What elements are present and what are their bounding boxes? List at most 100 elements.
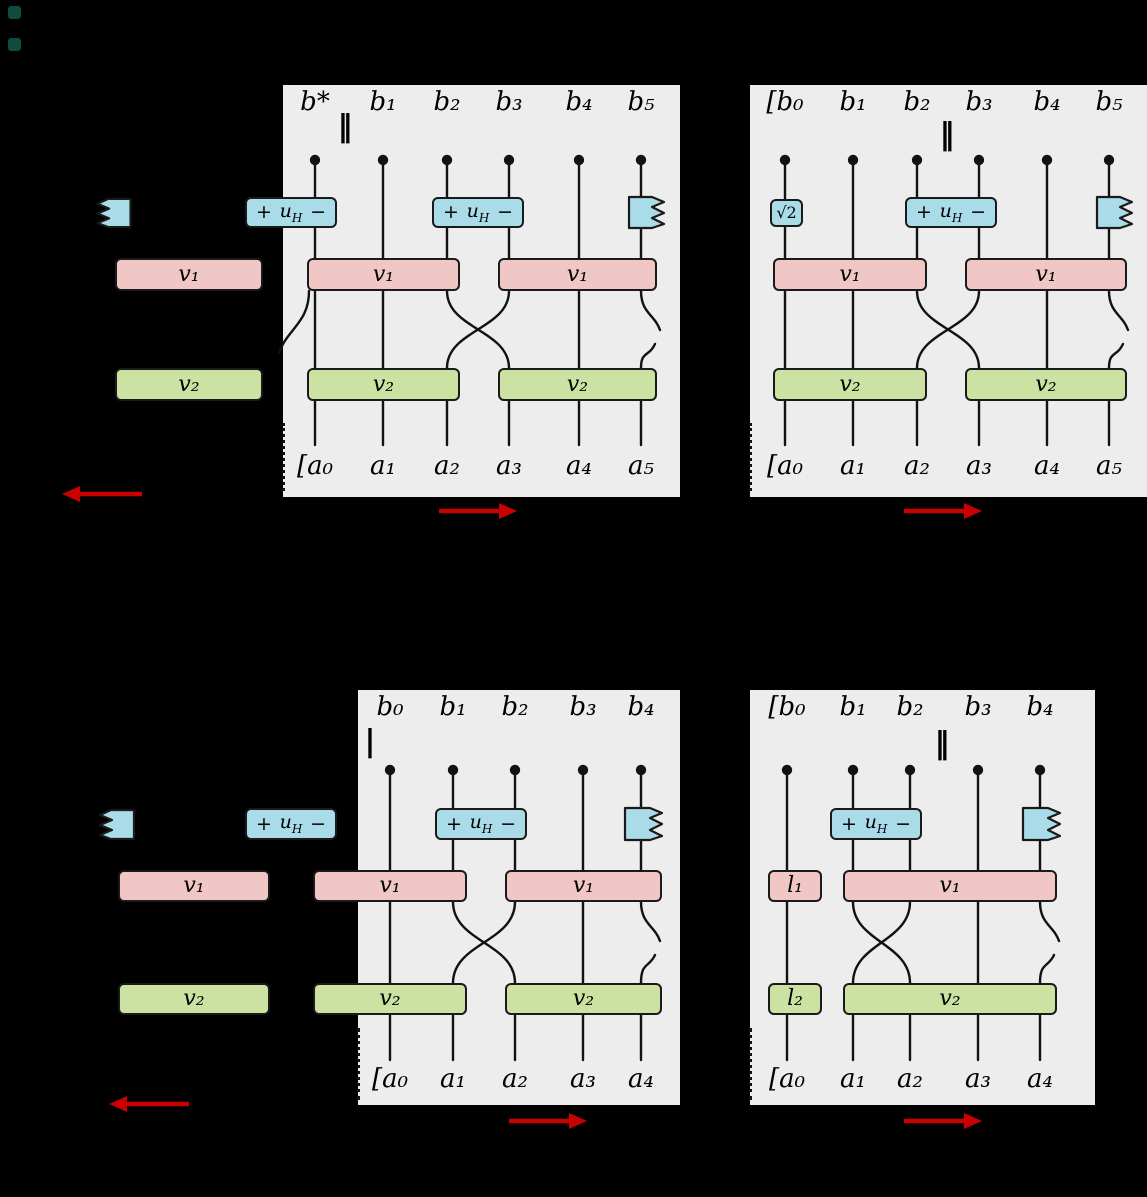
lift-box: + uH −: [830, 808, 922, 840]
column-label: b₂: [903, 87, 931, 117]
arrow-right-icon: [904, 503, 982, 519]
column-label: a₅: [628, 451, 654, 481]
column-label: [a₀: [296, 451, 334, 481]
column-label: a₂: [897, 1064, 923, 1094]
column-label: b₅: [1095, 87, 1123, 117]
torn-box-icon: [627, 195, 666, 230]
column-label: b*: [300, 87, 330, 117]
arrow-right-icon: [509, 1113, 587, 1129]
v2-box: v₂: [307, 368, 460, 401]
column-label: a₃: [570, 1064, 596, 1094]
column-label: a₂: [434, 451, 460, 481]
v2-label: v₂: [839, 371, 861, 397]
boundary-dotted-line: [749, 423, 752, 491]
lift-operator: uH: [279, 199, 303, 225]
arrow-left-icon: [109, 1096, 189, 1112]
minus-sign: −: [310, 812, 326, 835]
column-label: a₃: [965, 1064, 991, 1094]
column-label: [a₀: [371, 1064, 409, 1094]
arrow-right-icon: [439, 503, 517, 519]
v2-box: v₂: [498, 368, 657, 401]
equals-sign: ‖: [939, 117, 955, 152]
v2-label: v₂: [566, 371, 589, 397]
torn-box-icon: [623, 806, 664, 842]
v1-label: v₁: [178, 261, 200, 287]
plus-sign: +: [443, 201, 459, 223]
torn-box-icon: [1095, 195, 1134, 230]
signal-lines: [785, 768, 1061, 1062]
column-label: a₄: [1027, 1064, 1053, 1094]
v2-box: v₂: [313, 983, 467, 1015]
column-label: b₄: [1033, 87, 1061, 117]
v1-label: v₁: [839, 261, 861, 287]
equals-sign: ‖: [337, 109, 353, 144]
column-label: b₃: [964, 692, 992, 722]
minus-sign: −: [970, 201, 986, 223]
v1-box: v₁: [843, 870, 1057, 902]
equals-sign: ‖: [934, 726, 950, 761]
l2-label: l₂: [787, 986, 803, 1011]
column-label: a₁: [840, 451, 866, 481]
v1-box: v₁: [313, 870, 467, 902]
column-label: b₁: [839, 692, 867, 722]
column-label: b₃: [569, 692, 597, 722]
lift-operator: uH: [469, 811, 493, 836]
column-label: a₃: [966, 451, 992, 481]
column-label: b₀: [376, 692, 404, 722]
lift-operator: uH: [466, 199, 490, 225]
v2-label: v₂: [372, 371, 395, 397]
column-label: b₅: [627, 87, 655, 117]
plus-sign: +: [446, 812, 462, 835]
plus-sign: +: [916, 201, 932, 223]
v2-label: v₂: [572, 986, 595, 1011]
lift-operator: uH: [939, 199, 963, 225]
column-label: a₄: [566, 451, 592, 481]
v1-label: v₁: [939, 873, 961, 898]
v2-box: v₂: [773, 368, 927, 401]
lift-box: + uH −: [245, 197, 337, 228]
plus-sign: +: [841, 812, 857, 835]
column-label: [a₀: [766, 451, 804, 481]
panel-row1-left: b* b₁ b₂ b₃ b₄ b₅ ‖ + uH − + uH − v₁ v₁ …: [245, 85, 680, 497]
v2-label: v₂: [1035, 371, 1057, 397]
terminal-dots: [384, 764, 647, 776]
arrow-right-icon: [904, 1113, 982, 1129]
arrow-left-icon: [62, 486, 142, 502]
terminal-dots: [779, 154, 1115, 166]
margin-v1-box: v₁: [115, 258, 263, 291]
plus-sign: +: [256, 812, 272, 835]
v1-box: v₁: [307, 258, 460, 291]
v2-label: v₂: [379, 986, 401, 1011]
v1-label: v₁: [379, 873, 401, 898]
v1-box: v₁: [505, 870, 662, 902]
v1-label: v₁: [183, 873, 205, 898]
column-label: b₄: [627, 692, 655, 722]
margin-v1-box: v₁: [118, 870, 270, 902]
column-label: b₁: [369, 87, 397, 117]
column-label: b₂: [433, 87, 461, 117]
column-label: b₄: [1026, 692, 1054, 722]
terminal-dots: [781, 764, 1046, 776]
v1-label: v₁: [372, 261, 395, 287]
column-label: b₄: [565, 87, 593, 117]
torn-box-icon: [98, 808, 136, 841]
column-label: [a₀: [768, 1064, 806, 1094]
minus-sign: −: [497, 201, 513, 223]
torn-box-icon: [1021, 806, 1062, 842]
panel-row2-left: b₀ b₁ b₂ b₃ b₄ | + uH − v₁ v₁ v₂ v₂ [a₀ …: [313, 690, 680, 1105]
terminal-dots: [309, 154, 647, 166]
corner-mark-2: [8, 38, 21, 51]
column-label: [b₀: [766, 87, 804, 117]
column-label: b₃: [495, 87, 523, 117]
lift-operator: uH: [279, 811, 303, 836]
v1-box: v₁: [498, 258, 657, 291]
lift-operator: uH: [864, 811, 888, 836]
minus-sign: −: [895, 812, 911, 835]
column-label: a₅: [1096, 451, 1122, 481]
panel-row1-right: [b₀ b₁ b₂ b₃ b₄ b₅ ‖ √2 + uH − v₁ v₁ v₂ …: [749, 85, 1147, 497]
minus-sign: −: [500, 812, 516, 835]
column-label: b₂: [896, 692, 924, 722]
torn-box-icon: [96, 197, 132, 229]
column-label: a₂: [502, 1064, 528, 1094]
margin-v2-box: v₂: [115, 368, 263, 401]
